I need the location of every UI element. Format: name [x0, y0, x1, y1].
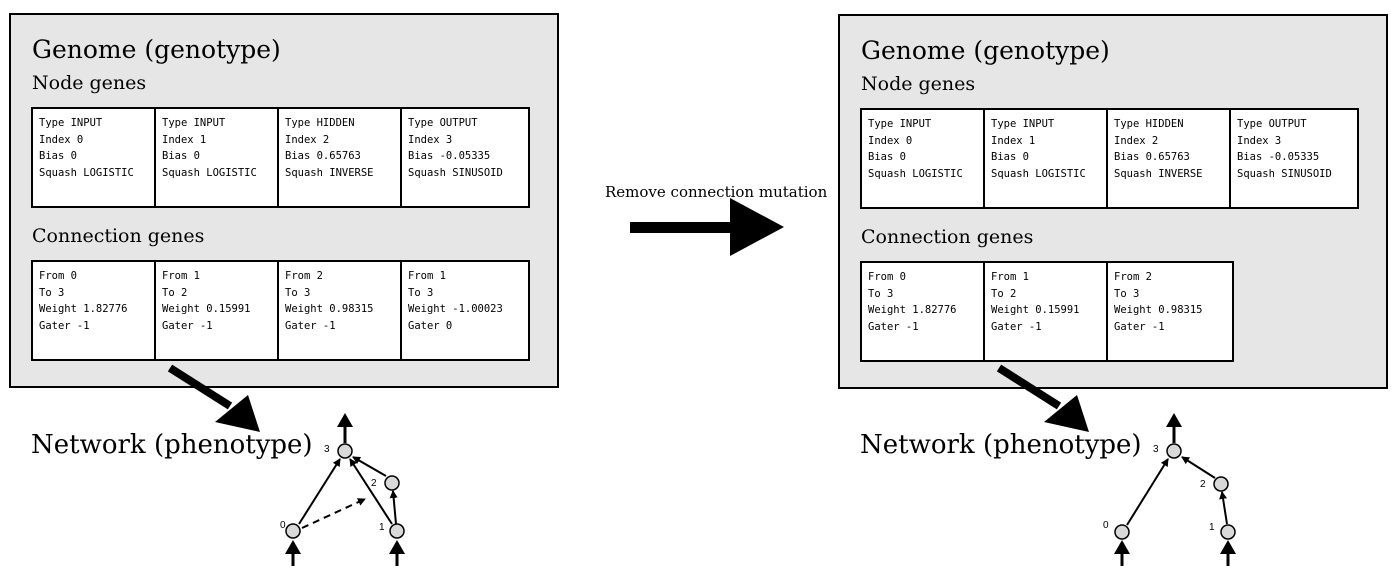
connection-edge [1181, 456, 1216, 479]
left-genotype-to-phenotype-arrow-icon [167, 364, 260, 432]
node-label: 0 [280, 520, 286, 531]
connection-edge [1126, 458, 1169, 526]
node-label: 2 [371, 478, 377, 489]
left-genome-title: Genome (genotype) [32, 35, 281, 64]
connection-edge [1219, 491, 1228, 525]
network-node [1220, 524, 1236, 540]
right-genotype-to-phenotype-arrow-icon [996, 364, 1089, 432]
left-network-title: Network (phenotype) [31, 430, 313, 460]
network-node [384, 475, 400, 491]
right-node-genes-title: Node genes [861, 73, 976, 95]
network-node [285, 523, 301, 539]
node-label: 2 [1200, 479, 1206, 490]
right-genome-title: Genome (genotype) [861, 36, 1110, 65]
node-label: 3 [324, 444, 330, 455]
mutation-arrow-icon [630, 198, 784, 256]
network-node [337, 443, 353, 459]
connection-edge [389, 490, 398, 525]
left-node-genes-title: Node genes [32, 72, 147, 94]
network-node [1114, 524, 1130, 540]
connection-edge [349, 458, 393, 525]
right-network-graph: 0 1 2 3 [1103, 413, 1236, 566]
right-network-title: Network (phenotype) [860, 430, 1142, 460]
mutation-label: Remove connection mutation [605, 183, 828, 201]
left-network-graph: 0 1 2 3 [280, 413, 405, 566]
node-label: 0 [1103, 520, 1109, 531]
network-node [389, 523, 405, 539]
connection-edge [298, 458, 341, 525]
right-connection-genes-title: Connection genes [861, 226, 1034, 248]
node-label: 1 [1209, 522, 1215, 533]
network-node [1213, 476, 1229, 492]
node-label: 1 [379, 522, 385, 533]
left-connection-genes-title: Connection genes [32, 225, 205, 247]
network-node [1166, 443, 1182, 459]
node-label: 3 [1153, 444, 1159, 455]
connection-edge [352, 456, 387, 477]
